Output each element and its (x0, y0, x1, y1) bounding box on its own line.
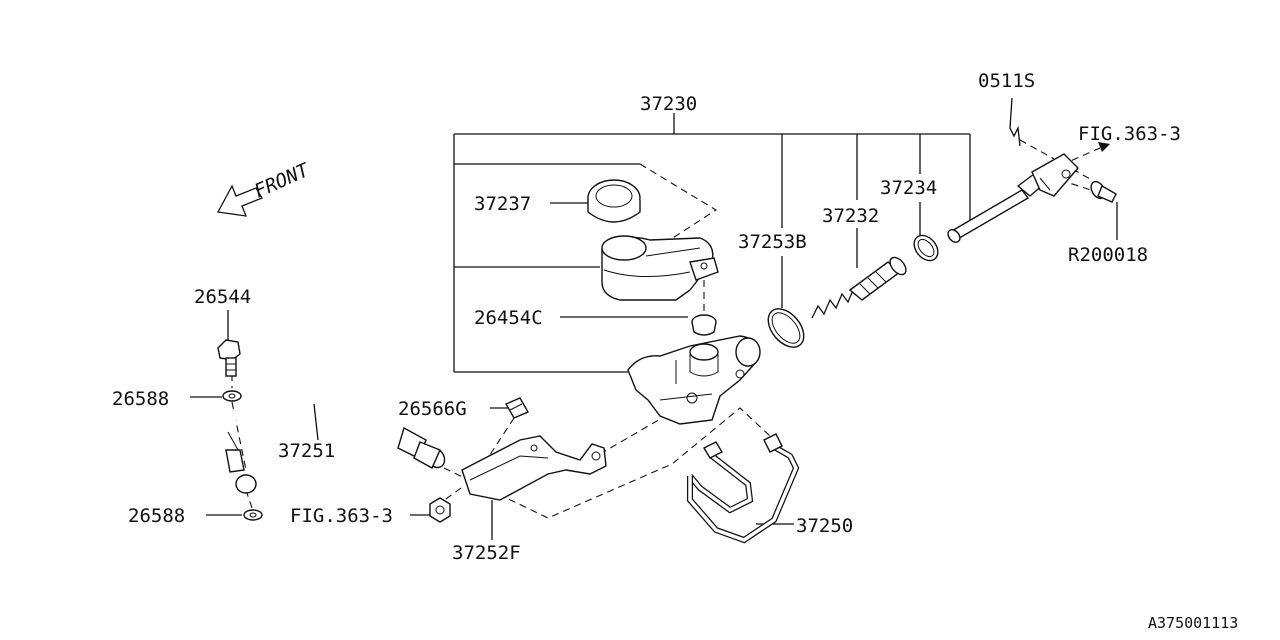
clip-pin (1009, 97, 1021, 147)
label-26566g: 26566G (398, 398, 467, 420)
clutch-pipe (687, 433, 800, 544)
label-26588-lower: 26588 (128, 505, 185, 527)
piston-spring (811, 256, 907, 319)
hose-bracket (461, 435, 607, 501)
clutch-hose (225, 389, 446, 494)
grommet (691, 314, 717, 336)
push-rod (947, 173, 1046, 243)
label-26588-upper: 26588 (112, 388, 169, 410)
o-ring-small (913, 234, 939, 262)
hose-clip (505, 397, 529, 419)
label-37252f: 37252F (452, 542, 521, 564)
master-cylinder (627, 335, 761, 425)
label-diagram-id: A375001113 (1148, 614, 1238, 632)
clevis (1031, 153, 1079, 197)
label-26544: 26544 (194, 286, 251, 308)
label-r200018: R200018 (1068, 244, 1148, 266)
label-37232: 37232 (822, 205, 879, 227)
clevis-pin (1090, 180, 1117, 203)
washer-lower (243, 509, 263, 521)
reservoir-cap (587, 179, 641, 223)
leader-lines (190, 202, 1118, 540)
reservoir-tank (601, 235, 719, 301)
group-bracket-37230 (453, 113, 971, 373)
bolt (217, 339, 241, 377)
flange-nut (429, 497, 451, 523)
label-37253b: 37253B (738, 231, 807, 253)
arrow-right-icon (1049, 142, 1110, 171)
label-37237: 37237 (474, 193, 531, 215)
front-arrow-icon (216, 184, 263, 217)
label-26454c: 26454C (474, 307, 543, 329)
label-fig-363-3-top[interactable]: FIG.363-3 (1078, 123, 1181, 145)
assembly-dashed-lines (231, 139, 1117, 519)
washer-upper (222, 390, 242, 402)
label-37250: 37250 (796, 515, 853, 537)
label-37230: 37230 (640, 93, 697, 115)
o-ring-large (767, 308, 805, 348)
label-0511s: 0511S (978, 70, 1035, 92)
label-37251: 37251 (278, 440, 335, 462)
label-fig-363-3-bottom[interactable]: FIG.363-3 (290, 505, 393, 527)
label-37234: 37234 (880, 177, 937, 199)
